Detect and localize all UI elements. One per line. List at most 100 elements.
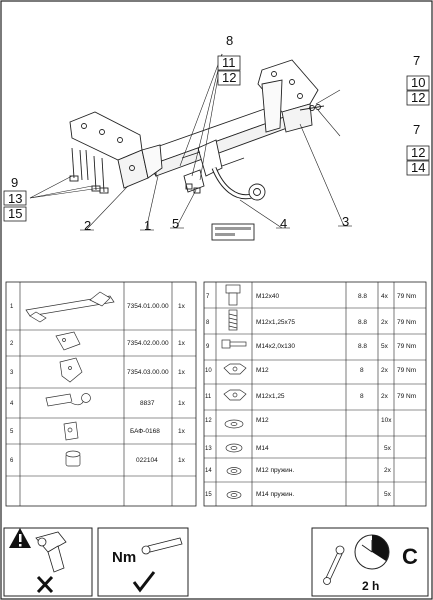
right-row-15-num: 15 <box>205 492 212 498</box>
right-row-14-num: 14 <box>205 468 212 474</box>
spring-washer-m12-thumbnail-icon <box>226 467 242 475</box>
right-row-7-name: M12x40 <box>256 293 280 300</box>
right-row-12-num: 12 <box>205 418 212 424</box>
left-row-2-qty: 1x <box>178 340 186 347</box>
right-row-8-name: M12x1,25x75 <box>256 319 295 326</box>
clock-icon <box>354 534 390 570</box>
right-row-13-name: M14 <box>256 445 269 452</box>
socket-cap-thumbnail-icon <box>65 450 81 467</box>
right-row-8-num: 8 <box>206 320 210 326</box>
callout-3: 3 <box>342 214 349 229</box>
left-row-1-code: 7354.01.00.00 <box>127 303 169 310</box>
footer-pictograms: Nm C 2 h <box>3 527 429 597</box>
right-row-9-num: 9 <box>206 344 210 350</box>
left-bolts <box>69 147 109 194</box>
socket-plate-thumbnail-icon <box>63 421 79 441</box>
right-row-15-qty: 5x <box>384 491 392 498</box>
callout-12-right: 12 <box>411 90 425 105</box>
right-row-9-qty: 5x <box>381 343 389 350</box>
left-row-5-qty: 1x <box>178 428 186 435</box>
left-bracket-thumbnail-icon <box>55 331 81 351</box>
check-icon <box>132 571 156 593</box>
spring-washer-m14-thumbnail-icon <box>226 491 242 499</box>
right-row-8-torque: 79 Nm <box>397 319 416 326</box>
right-row-15-name: M14 пружин. <box>256 491 294 498</box>
nut-m12x125-thumbnail-icon <box>223 389 247 401</box>
washer-m12-thumbnail-icon <box>224 419 244 429</box>
callout-12-lower: 12 <box>411 145 425 160</box>
callout-12-top: 12 <box>222 70 236 85</box>
torque-label: Nm <box>112 549 136 566</box>
time-difficulty-panel: C 2 h <box>311 527 429 597</box>
center-bolts <box>181 151 245 194</box>
callout-8: 8 <box>226 33 233 48</box>
bolt-m14x130-thumbnail-icon <box>221 339 247 349</box>
right-row-14-qty: 2x <box>384 467 392 474</box>
right-row-7-num: 7 <box>206 294 210 300</box>
callout-7-bottom: 7 <box>413 122 420 137</box>
right-row-12-name: M12 <box>256 417 269 424</box>
left-row-3-qty: 1x <box>178 369 186 376</box>
cross-icon <box>36 575 54 594</box>
callout-boxes <box>3 55 430 222</box>
right-row-10-torque: 79 Nm <box>397 367 416 374</box>
right-row-11-name: M12x1,25 <box>256 393 285 400</box>
left-row-3-num: 3 <box>10 370 14 376</box>
right-row-9-torque: 79 Nm <box>397 343 416 350</box>
warning-triangle-icon <box>9 528 31 548</box>
right-row-8-grade: 8.8 <box>358 319 367 326</box>
no-impact-wrench-panel <box>3 527 93 597</box>
torque-wrench-icon <box>141 537 183 555</box>
right-row-10-name: M12 <box>256 367 269 374</box>
socket-plate-part-5 <box>183 169 205 193</box>
right-bolts <box>299 104 325 111</box>
washer-m14-thumbnail-icon <box>225 443 243 453</box>
tow-bar-exploded-drawing <box>69 59 325 241</box>
left-bracket-part-2 <box>69 111 163 189</box>
tow-ball-neck-part-4 <box>197 139 266 201</box>
left-row-5-code: БАФ-0168 <box>130 428 160 435</box>
callout-13: 13 <box>8 191 22 206</box>
callout-5: 5 <box>172 216 179 231</box>
callout-15: 15 <box>8 206 22 221</box>
callout-11: 11 <box>222 55 236 70</box>
left-row-2-code: 7354.02.00.00 <box>127 340 169 347</box>
left-row-5-num: 5 <box>10 429 14 435</box>
left-row-6-num: 6 <box>10 458 14 464</box>
nut-m12-thumbnail-icon <box>223 363 247 375</box>
right-row-7-grade: 8.8 <box>358 293 367 300</box>
left-row-1-qty: 1x <box>178 303 186 310</box>
bolt-m12x40-thumbnail-icon <box>225 284 241 306</box>
spanner-icon <box>323 545 345 585</box>
right-row-9-name: M14x2,0x130 <box>256 343 295 350</box>
tow-ball-thumbnail-icon <box>45 393 91 407</box>
left-row-2-num: 2 <box>10 341 14 347</box>
hardware-table-right: 7 M12x40 8.8 4x 79 Nm 8 M12x1,25x75 8.8 … <box>203 281 427 507</box>
left-row-6-qty: 1x <box>178 457 186 464</box>
difficulty-grade: C <box>402 544 418 569</box>
parts-table-left: 1 7354.01.00.00 1x 2 7354.02.00.00 1x 3 … <box>5 281 197 507</box>
bolt-m12x75-thumbnail-icon <box>228 309 238 331</box>
left-row-4-code: 8837 <box>140 400 155 407</box>
right-row-10-num: 10 <box>205 368 212 374</box>
right-row-10-qty: 2x <box>381 367 389 374</box>
right-row-13-qty: 5x <box>384 445 392 452</box>
right-row-8-qty: 2x <box>381 319 389 326</box>
callout-9: 9 <box>11 175 18 190</box>
right-row-13-num: 13 <box>205 446 212 452</box>
right-row-10-grade: 8 <box>360 367 364 374</box>
impact-wrench-icon <box>35 531 67 573</box>
right-row-11-qty: 2x <box>381 393 389 400</box>
callout-1: 1 <box>144 218 151 233</box>
use-torque-wrench-panel: Nm <box>97 527 189 597</box>
right-row-11-grade: 8 <box>360 393 364 400</box>
right-row-12-qty: 10x <box>381 417 392 424</box>
right-row-11-torque: 79 Nm <box>397 393 416 400</box>
callout-labels: 8 11 12 7 10 12 7 12 14 9 13 15 2 1 5 4 … <box>8 33 425 233</box>
install-time: 2 h <box>362 579 379 593</box>
callout-10: 10 <box>411 75 425 90</box>
right-row-11-num: 11 <box>205 394 212 400</box>
callout-2: 2 <box>84 218 91 233</box>
